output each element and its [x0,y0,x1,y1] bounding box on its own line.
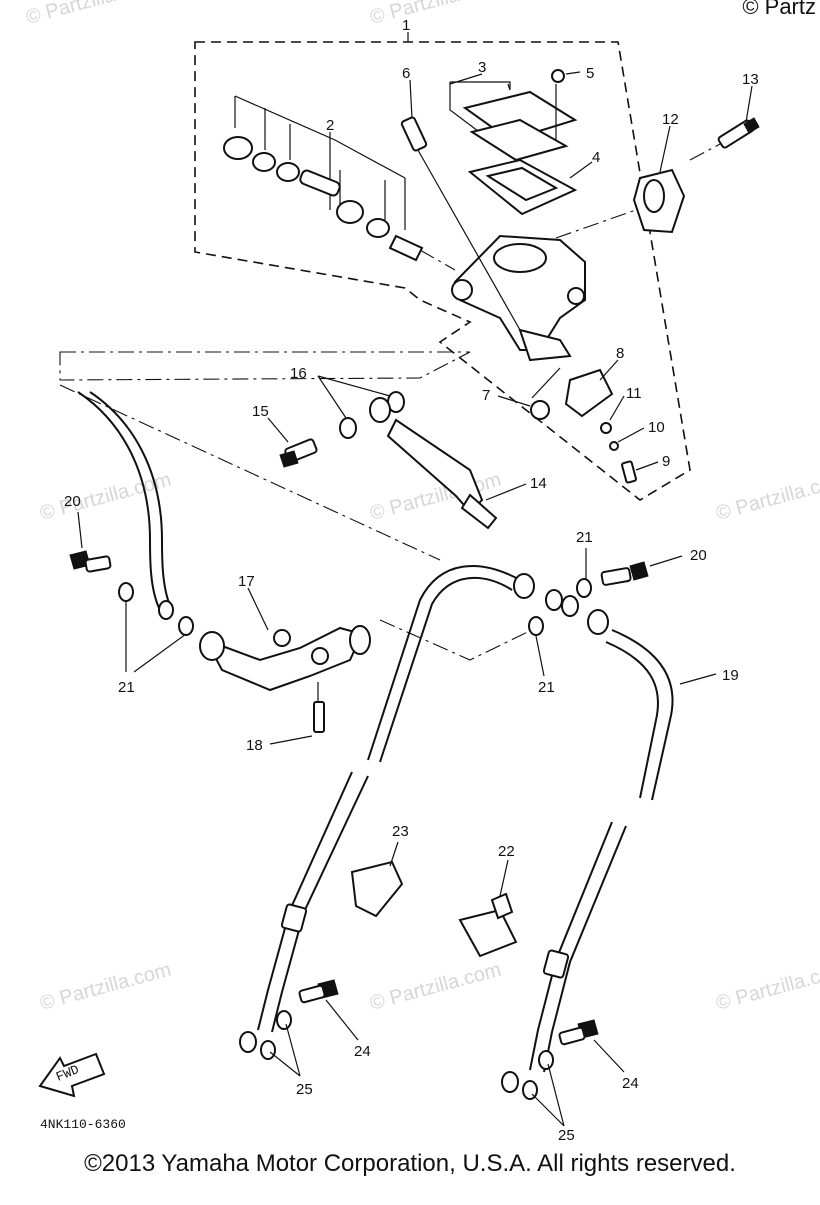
callout-12: 12 [662,111,679,128]
piston-kit [223,95,424,262]
callout-6: 6 [402,65,410,82]
watermark-text: © Partzilla.com [714,959,820,1015]
callout-25: 25 [296,1081,313,1098]
callout-17: 17 [238,573,255,590]
callout-20: 20 [690,547,707,564]
callout-15: 15 [252,403,269,420]
corner-watermark: © Partz [742,0,816,19]
callout-14: 14 [530,475,547,492]
callout-20: 20 [64,493,81,510]
callout-7: 7 [482,387,490,404]
callout-21: 21 [118,679,135,696]
handlebar-holder [632,117,760,234]
watermarks: © Partzilla.com © Partzilla.com © Partzi… [24,0,820,1015]
reservoir-cap-set [449,69,578,216]
callout-leaders [77,71,753,1127]
assembly-outline [194,41,691,501]
callout-numbers: 1 2 3 4 5 6 7 8 9 10 11 12 13 14 15 16 1… [64,17,759,1144]
brake-hose-lower-right [501,821,627,1100]
brake-hose-upper [77,391,174,620]
three-way-joint [199,625,371,733]
callout-1: 1 [402,17,410,34]
reference-line [59,384,441,561]
part-code: 4NK110-6360 [40,1117,126,1132]
fwd-arrow-icon: FWD [38,1052,106,1098]
callout-23: 23 [392,823,409,840]
callout-25: 25 [558,1127,575,1144]
brake-hose-lower-left [239,771,369,1060]
watermark-text: © Partzilla.com [368,0,504,29]
callout-24: 24 [354,1043,371,1060]
callout-13: 13 [742,71,759,88]
callout-2: 2 [326,117,334,134]
callout-3: 3 [478,59,486,76]
callout-9: 9 [662,453,670,470]
callout-21: 21 [538,679,555,696]
callout-18: 18 [246,737,263,754]
reference-line [379,619,541,661]
left-union-bolt [69,550,194,636]
callout-16: 16 [290,365,307,382]
callout-24: 24 [622,1075,639,1092]
bleeder-screw [400,116,428,152]
callout-4: 4 [592,149,600,166]
brake-hose-loop [367,561,674,801]
brake-switch-set [530,367,637,484]
hose-clamps [350,860,518,958]
callout-21: 21 [576,529,593,546]
callout-19: 19 [722,667,739,684]
watermark-text: © Partzilla.com [24,0,160,29]
footer-copyright: ©2013 Yamaha Motor Corporation, U.S.A. A… [84,1150,736,1177]
callout-11: 11 [626,385,642,402]
watermark-text: © Partzilla.com [38,959,174,1015]
caliper-bolts [298,979,599,1046]
callout-10: 10 [648,419,665,436]
union-bolt-set [279,391,498,530]
watermark-text: © Partzilla.com [368,959,504,1015]
callout-5: 5 [586,65,594,82]
reference-line [59,351,471,381]
master-cylinder-body [409,135,651,362]
watermark-text: © Partzilla.com [714,469,820,525]
callout-8: 8 [616,345,624,362]
callout-22: 22 [498,843,515,860]
